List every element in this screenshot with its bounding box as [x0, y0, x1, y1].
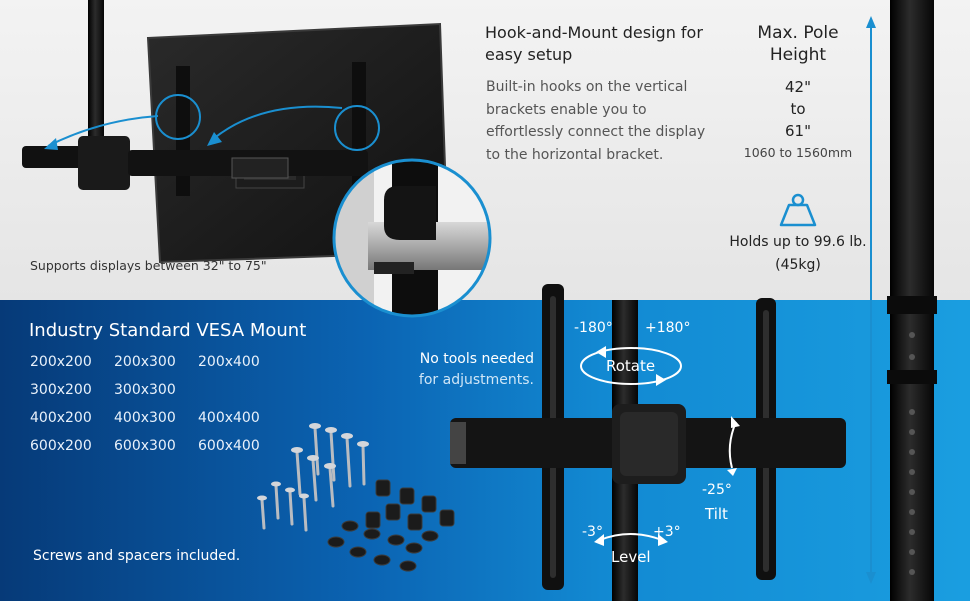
vesa-pattern: 200x300 [114, 354, 176, 370]
screws-image [257, 423, 455, 572]
level-right-value: +3° [653, 524, 681, 540]
pole-height-title: Max. Pole Height [757, 23, 839, 65]
pole-height-to: to [790, 100, 806, 118]
vesa-pattern: 400x400 [198, 410, 260, 426]
vesa-title: Industry Standard VESA Mount [29, 320, 307, 341]
level-left-value: -3° [582, 524, 603, 540]
weight-icon [779, 193, 817, 227]
hook-mount-title: Hook-and-Mount design for easy setup [485, 23, 703, 64]
callout-arrow-left [47, 115, 159, 147]
vesa-pattern: 400x300 [114, 410, 176, 426]
vesa-pattern: 600x400 [198, 438, 260, 454]
vesa-mount-image [450, 284, 846, 601]
vesa-pattern: 600x300 [114, 438, 176, 454]
pole-height-min: 42" [785, 78, 811, 96]
hook-mount-description: Built-in hooks on the vertical brackets … [486, 79, 706, 163]
vesa-pattern: 200x200 [30, 354, 92, 370]
screws-caption: Screws and spacers included. [33, 548, 241, 564]
vesa-pattern: 200x400 [198, 354, 260, 370]
pole-image [887, 0, 937, 601]
hook-callout-right [334, 105, 380, 151]
mount-arm-image [22, 0, 368, 190]
pole-height-metric: 1060 to 1560mm [743, 145, 853, 160]
vesa-pattern: 600x200 [30, 438, 92, 454]
rotate-right-value: +180° [645, 320, 691, 336]
pole-height-max: 61" [785, 122, 811, 140]
hook-zoom-image [332, 158, 492, 318]
callout-arrow-right [211, 105, 343, 141]
level-label: Level [611, 548, 651, 566]
height-measure-arrow [866, 16, 876, 584]
vesa-pattern: 400x200 [30, 410, 92, 426]
no-tools-line2: for adjustments. [418, 372, 534, 388]
vesa-pattern: 300x300 [114, 382, 176, 398]
tilt-value: -25° [702, 482, 732, 498]
rotate-left-value: -180° [574, 320, 613, 336]
weight-capacity: Holds up to 99.6 lb. (45kg) [729, 234, 867, 273]
supports-caption: Supports displays between 32" to 75" [30, 258, 267, 273]
no-tools-line1: No tools needed [419, 351, 534, 367]
rotate-label: Rotate [606, 357, 656, 375]
level-arrow [594, 533, 668, 546]
vesa-pattern: 300x200 [30, 382, 92, 398]
no-tools-note: No tools needed for adjustments. [410, 349, 534, 391]
rotate-arrows [580, 347, 682, 385]
tilt-label: Tilt [705, 505, 728, 523]
tilt-arrow [727, 416, 740, 476]
